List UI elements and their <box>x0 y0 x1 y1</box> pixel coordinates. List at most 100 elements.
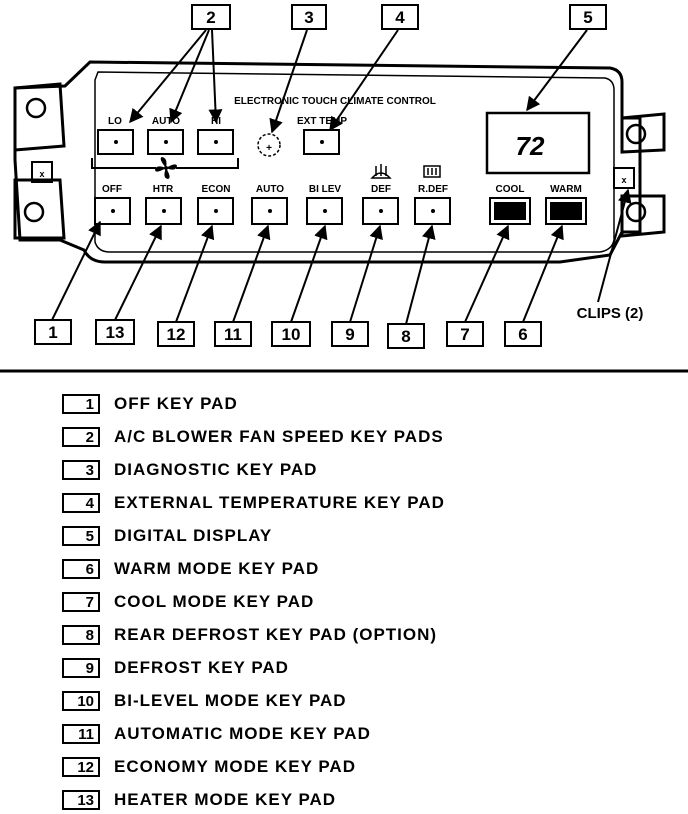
legend-number: 1 <box>62 394 100 414</box>
svg-text:10: 10 <box>282 325 301 344</box>
panel-inner-outline <box>94 71 615 253</box>
legend-number: 8 <box>62 625 100 645</box>
key-def[interactable]: DEF <box>362 184 399 225</box>
right-mount-ears: x <box>613 112 666 238</box>
legend-item: 3 DIAGNOSTIC KEY PAD <box>62 458 317 482</box>
callout-4: 4 <box>329 4 419 132</box>
legend-text: EXTERNAL TEMPERATURE KEY PAD <box>114 493 445 512</box>
panel-outline <box>13 60 642 264</box>
svg-text:7: 7 <box>460 325 469 344</box>
legend-number: 12 <box>62 757 100 777</box>
key-ext-temp-label: EXT TEMP <box>297 116 347 127</box>
svg-text:2: 2 <box>206 8 215 27</box>
legend-text: OFF KEY PAD <box>114 394 238 413</box>
svg-text:1: 1 <box>48 323 57 342</box>
key-auto-fan-label: AUTO <box>152 116 180 127</box>
legend-text: DEFROST KEY PAD <box>114 658 289 677</box>
svg-text:4: 4 <box>395 8 405 27</box>
key-auto-label: AUTO <box>256 184 284 195</box>
key-rdef-label: R.DEF <box>418 184 448 195</box>
key-def-label: DEF <box>371 184 391 195</box>
callout-2: 2 <box>129 4 231 124</box>
svg-text:x: x <box>621 175 626 185</box>
key-auto-fan[interactable]: AUTO <box>147 116 184 155</box>
key-warm[interactable]: WARM <box>545 184 587 225</box>
legend-text: REAR DEFROST KEY PAD (OPTION) <box>114 625 438 644</box>
legend-number: 3 <box>62 460 100 480</box>
legend-text: AUTOMATIC MODE KEY PAD <box>114 724 371 743</box>
callout-13: 13 <box>95 224 162 345</box>
legend-number: 13 <box>62 790 100 810</box>
svg-text:3: 3 <box>304 8 313 27</box>
legend-number: 5 <box>62 526 100 546</box>
key-lo[interactable]: LO <box>97 116 134 155</box>
key-ext-temp[interactable]: EXT TEMP <box>297 116 347 155</box>
key-auto[interactable]: AUTO <box>251 184 288 225</box>
callout-9: 9 <box>331 224 383 347</box>
svg-text:11: 11 <box>224 325 242 344</box>
svg-text:6: 6 <box>518 325 527 344</box>
legend-item: 11 AUTOMATIC MODE KEY PAD <box>62 722 371 746</box>
key-bilev-label: BI LEV <box>309 184 342 195</box>
fan-icon <box>155 157 177 179</box>
legend-item: 9 DEFROST KEY PAD <box>62 656 289 680</box>
display-value: 72 <box>516 131 545 161</box>
legend-item: 13 HEATER MODE KEY PAD <box>62 788 336 812</box>
callout-7: 7 <box>446 224 510 347</box>
rear-defrost-icon <box>423 165 441 178</box>
legend-number: 11 <box>62 724 100 744</box>
svg-text:8: 8 <box>401 327 410 346</box>
legend-item: 8 REAR DEFROST KEY PAD (OPTION) <box>62 623 437 647</box>
legend-number: 10 <box>62 691 100 711</box>
key-lo-label: LO <box>108 116 122 127</box>
callout-5: 5 <box>526 4 607 112</box>
legend-text: DIGITAL DISPLAY <box>114 526 273 545</box>
key-htr[interactable]: HTR <box>145 184 182 225</box>
digital-display: 72 <box>485 111 591 175</box>
key-diagnostic[interactable]: + <box>257 133 281 157</box>
legend-number: 2 <box>62 427 100 447</box>
legend-item: 6 WARM MODE KEY PAD <box>62 557 319 581</box>
key-econ-label: ECON <box>202 184 231 195</box>
key-hi[interactable]: HI <box>197 116 234 155</box>
panel-title: ELECTRONIC TOUCH CLIMATE CONTROL <box>234 96 436 107</box>
key-htr-label: HTR <box>153 184 174 195</box>
key-cool[interactable]: COOL <box>489 184 531 225</box>
clips-callout: CLIPS (2) <box>577 188 643 322</box>
diagnostic-symbol: + <box>266 143 272 154</box>
svg-text:5: 5 <box>583 8 592 27</box>
callout-10: 10 <box>271 224 328 347</box>
key-rdef[interactable]: R.DEF <box>414 184 451 225</box>
legend-text: WARM MODE KEY PAD <box>114 559 320 578</box>
callout-6: 6 <box>504 224 564 347</box>
legend-number: 9 <box>62 658 100 678</box>
svg-text:9: 9 <box>345 325 354 344</box>
legend-text: A/C BLOWER FAN SPEED KEY PADS <box>114 427 444 446</box>
legend-item: 4 EXTERNAL TEMPERATURE KEY PAD <box>62 491 445 515</box>
callout-1: 1 <box>34 220 101 345</box>
callout-12: 12 <box>157 224 215 347</box>
key-off[interactable]: OFF <box>94 184 131 225</box>
svg-text:12: 12 <box>167 325 186 344</box>
legend-number: 6 <box>62 559 100 579</box>
legend-number: 4 <box>62 493 100 513</box>
legend-text: COOL MODE KEY PAD <box>114 592 315 611</box>
front-defrost-icon <box>370 164 392 179</box>
key-off-label: OFF <box>102 184 122 195</box>
legend-item: 5 DIGITAL DISPLAY <box>62 524 272 548</box>
legend-item: 2 A/C BLOWER FAN SPEED KEY PADS <box>62 425 444 449</box>
svg-text:x: x <box>39 169 44 179</box>
callout-8: 8 <box>387 224 436 349</box>
key-cool-label: COOL <box>496 184 525 195</box>
callout-11: 11 <box>214 224 271 347</box>
svg-text:13: 13 <box>106 323 125 342</box>
legend-text: DIAGNOSTIC KEY PAD <box>114 460 318 479</box>
left-mount-ears: x <box>13 82 66 240</box>
legend-text: HEATER MODE KEY PAD <box>114 790 337 809</box>
key-econ[interactable]: ECON <box>197 184 234 225</box>
key-bilev[interactable]: BI LEV <box>306 184 343 225</box>
